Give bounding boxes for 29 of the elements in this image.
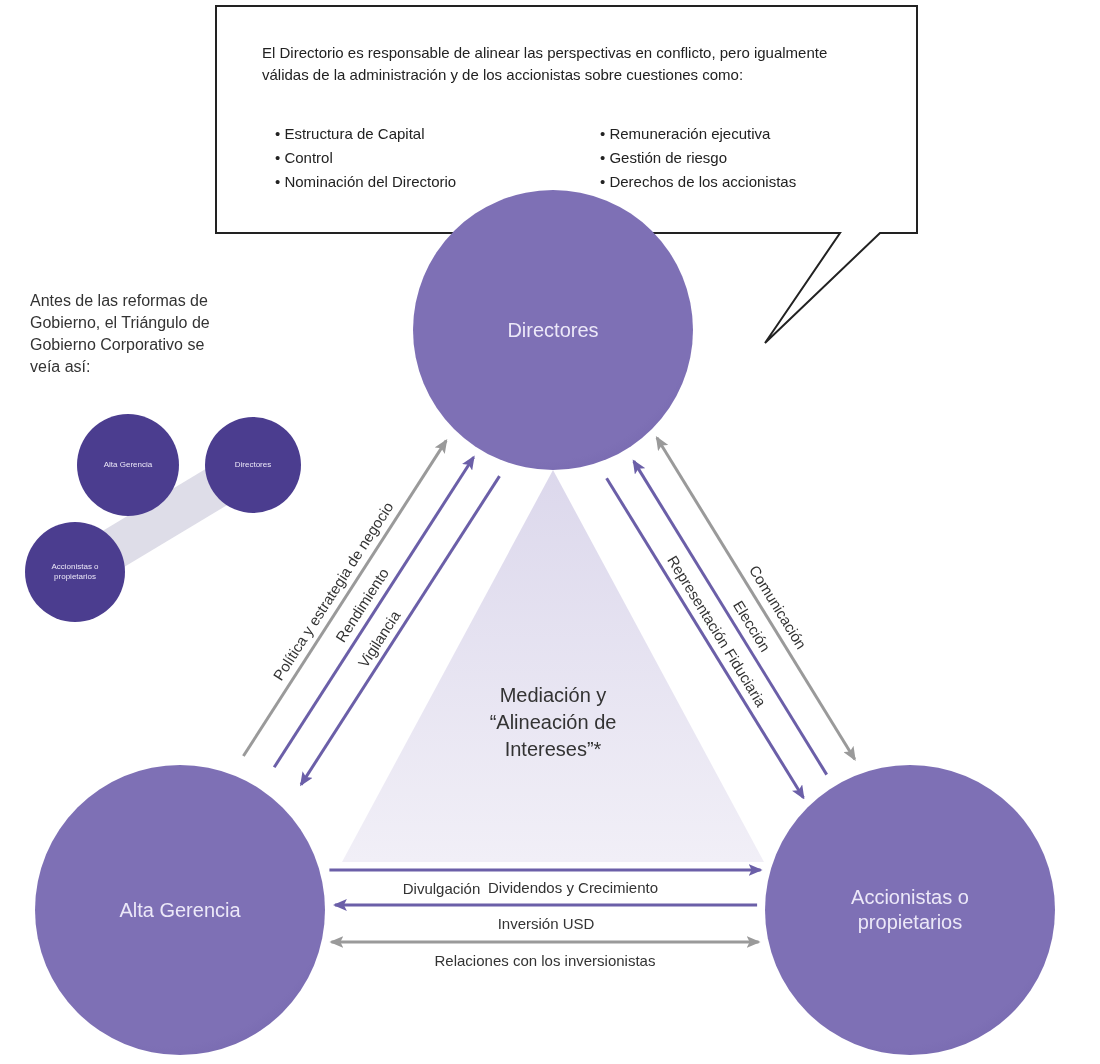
arrow: [655, 436, 856, 761]
arrow: [329, 864, 763, 876]
flow-label: Dividendos y Crecimiento: [488, 879, 660, 896]
circle-label: Directores: [233, 460, 273, 470]
bullet-item: • Estructura de Capital: [275, 124, 426, 144]
arrow: [242, 438, 448, 757]
speech-bubble: [215, 5, 918, 345]
bullet-item: • Gestión de riesgo: [600, 148, 728, 168]
circle-label: Directores: [506, 317, 600, 343]
edge-label: Inversión USD: [497, 914, 595, 932]
callout-paragraph: El Directorio es responsable de alinear las perspectivas en conflicto, pero igualmente válidas de la administración y de los accionistas sobre cuestiones como:: [262, 43, 829, 85]
circle-label: Accionistas o propietarios: [50, 562, 100, 582]
bullet-item: • Nominación del Directorio: [275, 172, 458, 192]
arrow: [605, 477, 805, 800]
edge-label: Relaciones con los inversionistas: [434, 951, 656, 969]
circle-label: Alta Gerencia: [102, 460, 154, 470]
arrow: [632, 459, 828, 776]
arrow: [272, 455, 475, 769]
arrow: [332, 899, 758, 911]
mediation-text: Mediación y “Alineación de Intereses”*: [488, 683, 618, 762]
intro-note: Antes de las reformas de Gobierno, el Triángulo de Gobierno Corporativo se veía así:: [30, 291, 211, 377]
circle-label: Accionistas o propietarios: [850, 885, 970, 935]
arrow: [299, 475, 501, 787]
arrow: [329, 936, 761, 948]
edge-label: Divulgación: [402, 879, 481, 897]
bullet-item: • Derechos de los accionistas: [600, 172, 798, 192]
circle-label: Alta Gerencia: [118, 897, 242, 923]
bullet-item: • Remuneración ejecutiva: [600, 124, 772, 144]
bullet-item: • Control: [275, 148, 334, 168]
